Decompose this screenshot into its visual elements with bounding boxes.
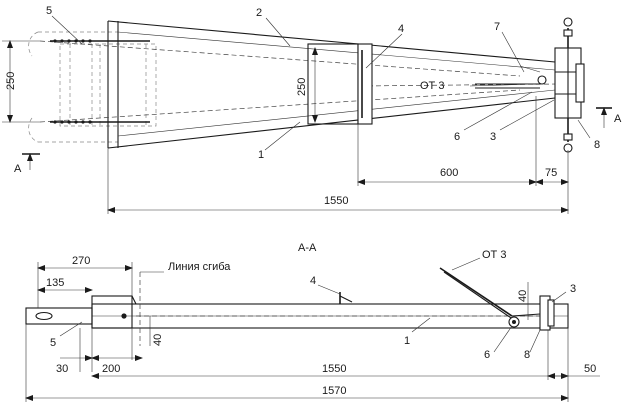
- phantom-end: [28, 31, 157, 143]
- dim-40-left: 40: [152, 334, 164, 346]
- dim-50: 50: [584, 363, 596, 375]
- callout-1-section: 1: [404, 335, 410, 347]
- plate-4: [307, 43, 373, 125]
- plan-leaders: [51, 15, 591, 151]
- left-rods: [50, 39, 150, 124]
- dim-40-right: 40: [517, 290, 529, 302]
- dim-1550-plan: 1550: [324, 195, 348, 207]
- callout-4: 4: [398, 23, 404, 35]
- dim-250-left: 250: [5, 72, 17, 90]
- section-view: А-А Линия сгиба 4 ОТ 3 3 5 1 6 8 270 135…: [25, 242, 600, 402]
- callout-6: 6: [454, 131, 460, 143]
- right-assembly: [475, 17, 585, 153]
- dim-270: 270: [72, 255, 90, 267]
- lug-4: [332, 292, 353, 305]
- bend-line-label: Линия сгиба: [168, 261, 231, 273]
- callout-3: 3: [490, 131, 496, 143]
- callout-ot3: ОТ 3: [420, 80, 444, 92]
- ot3-rod: [439, 267, 541, 321]
- dim-250-inner: 250: [296, 78, 308, 96]
- plan-dimensions: [2, 40, 569, 214]
- frame-outline: [107, 20, 556, 149]
- dim-135: 135: [46, 277, 64, 289]
- section-title: А-А: [298, 242, 317, 254]
- callout-1: 1: [258, 149, 264, 161]
- callout-4-section: 4: [310, 275, 316, 287]
- callout-7: 7: [494, 21, 500, 33]
- dim-200: 200: [102, 363, 120, 375]
- right-fittings: [508, 295, 555, 331]
- plan-view: 5 2 4 7 ОТ 3 6 3 8 1 250 250 600 75 1550…: [2, 5, 622, 214]
- dim-1550-section: 1550: [322, 363, 346, 375]
- section-markers: [22, 107, 612, 170]
- callout-5: 5: [46, 5, 52, 17]
- main-bar: [25, 295, 569, 329]
- callout-8-section: 8: [524, 349, 530, 361]
- section-dimensions: [25, 262, 600, 402]
- bars: [39, 40, 561, 123]
- dim-1570: 1570: [322, 385, 346, 397]
- callout-2: 2: [256, 7, 262, 19]
- callout-ot3-section: ОТ 3: [482, 249, 506, 261]
- dim-600: 600: [440, 167, 458, 179]
- callout-3-section: 3: [570, 283, 576, 295]
- section-mark-right: А: [614, 113, 622, 125]
- callout-5-section: 5: [50, 337, 56, 349]
- dim-30: 30: [56, 363, 68, 375]
- section-mark-left: А: [14, 163, 22, 175]
- dim-75: 75: [545, 167, 557, 179]
- callout-6-section: 6: [484, 349, 490, 361]
- section-leaders: [59, 257, 567, 353]
- callout-8: 8: [594, 139, 600, 151]
